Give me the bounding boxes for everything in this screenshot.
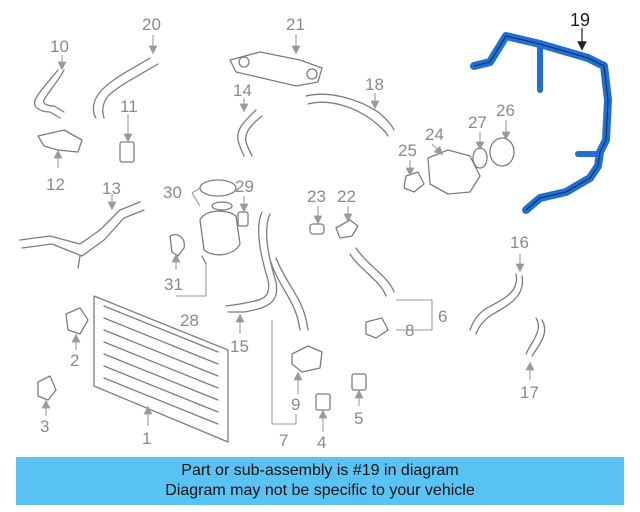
banner-line-2: Diagram may not be specific to your vehi… <box>165 482 475 499</box>
part-25-gasket <box>403 160 425 193</box>
part-4-sensor <box>315 393 331 432</box>
callout-label: 15 <box>230 337 249 356</box>
part-3-bracket <box>37 375 57 416</box>
callout-label: 3 <box>40 417 49 436</box>
callout-label: 8 <box>405 321 414 340</box>
callout-label: 10 <box>50 37 69 56</box>
part-15-hose <box>225 211 278 334</box>
callout-label: 17 <box>520 383 539 402</box>
part-5-sensor <box>351 373 367 406</box>
callout-label: 30 <box>163 183 182 202</box>
callout-label: 16 <box>510 233 529 252</box>
callout-label: 27 <box>468 113 487 132</box>
callout-label: 11 <box>120 97 138 116</box>
callout-label: 7 <box>279 431 288 450</box>
part-24-housing <box>427 143 481 195</box>
callout-label: 21 <box>286 15 305 34</box>
banner-line-1: Part or sub-assembly is #19 in diagram <box>181 462 459 479</box>
part-14-hose <box>237 98 263 157</box>
callout-label: 1 <box>142 429 151 448</box>
part-26-thermostat <box>489 120 515 167</box>
callout-label: 26 <box>496 101 515 120</box>
part-17-hose <box>525 317 546 380</box>
callout-label: 4 <box>317 433 326 452</box>
part-10-hose <box>33 55 67 119</box>
part-12-bracket <box>37 129 83 168</box>
part-expansion-tank <box>199 210 241 265</box>
callout-labels: 1 2 3 4 5 6 7 8 9 10 11 12 13 14 15 16 1… <box>40 10 590 452</box>
part-27-oring <box>472 132 488 169</box>
callout-label: 13 <box>102 179 121 198</box>
callout-label: 6 <box>438 307 447 326</box>
callout-label: 25 <box>398 141 417 160</box>
callout-label: 22 <box>337 187 356 206</box>
info-banner: Part or sub-assembly is #19 in diagram D… <box>16 457 624 505</box>
callout-label: 28 <box>180 311 199 330</box>
part-13-pipe <box>19 194 145 269</box>
part-19-highlighted-hose <box>470 28 612 214</box>
part-30-cap <box>191 179 237 211</box>
callout-label: 20 <box>142 15 161 34</box>
part-23-plug <box>309 206 325 235</box>
part-20-hose <box>92 35 159 119</box>
callout-label: 12 <box>46 175 65 194</box>
part-22-connector <box>335 206 359 239</box>
callout-label: 18 <box>365 75 384 94</box>
callout-label: 5 <box>354 409 363 428</box>
part-16-hose <box>469 254 525 335</box>
callout-label: 9 <box>291 395 300 414</box>
part-1-radiator <box>93 295 229 443</box>
part-9-thermostat <box>269 257 323 425</box>
part-2-bracket <box>65 307 89 350</box>
callout-label: 23 <box>307 187 326 206</box>
part-21-flange <box>229 34 323 87</box>
part-11-sensor <box>119 114 135 163</box>
part-31-clamp <box>169 234 207 297</box>
part-29-sensor <box>237 196 249 227</box>
callout-label: 29 <box>235 177 254 196</box>
part-6-hose <box>349 247 433 339</box>
callout-label-highlighted: 19 <box>570 10 590 30</box>
callout-label: 24 <box>425 125 444 144</box>
callout-label: 14 <box>233 81 252 100</box>
callout-label: 2 <box>70 351 79 370</box>
callout-label: 31 <box>164 275 183 294</box>
part-18-hose <box>305 93 395 137</box>
